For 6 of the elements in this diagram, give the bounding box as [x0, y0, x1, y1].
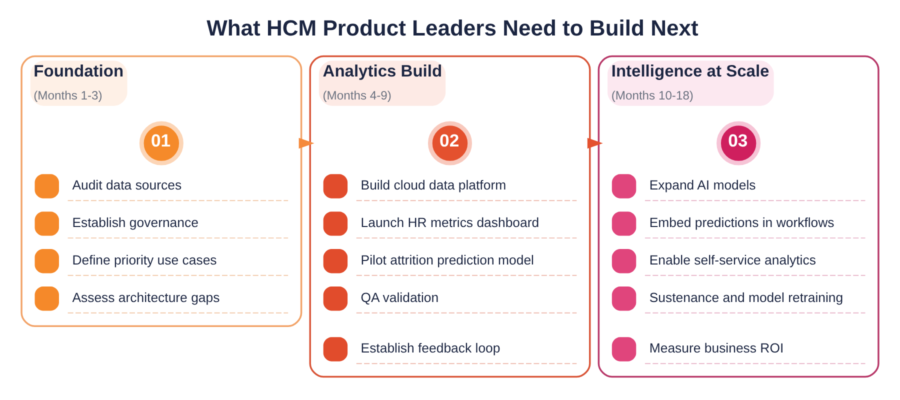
diagram-title: What HCM Product Leaders Need to Build Next: [206, 15, 698, 40]
arrow: [587, 138, 603, 149]
node-circle: 03: [716, 121, 761, 166]
arrow: [298, 138, 314, 149]
node-circle: 01: [139, 121, 184, 166]
node-circle: 02: [428, 121, 472, 166]
